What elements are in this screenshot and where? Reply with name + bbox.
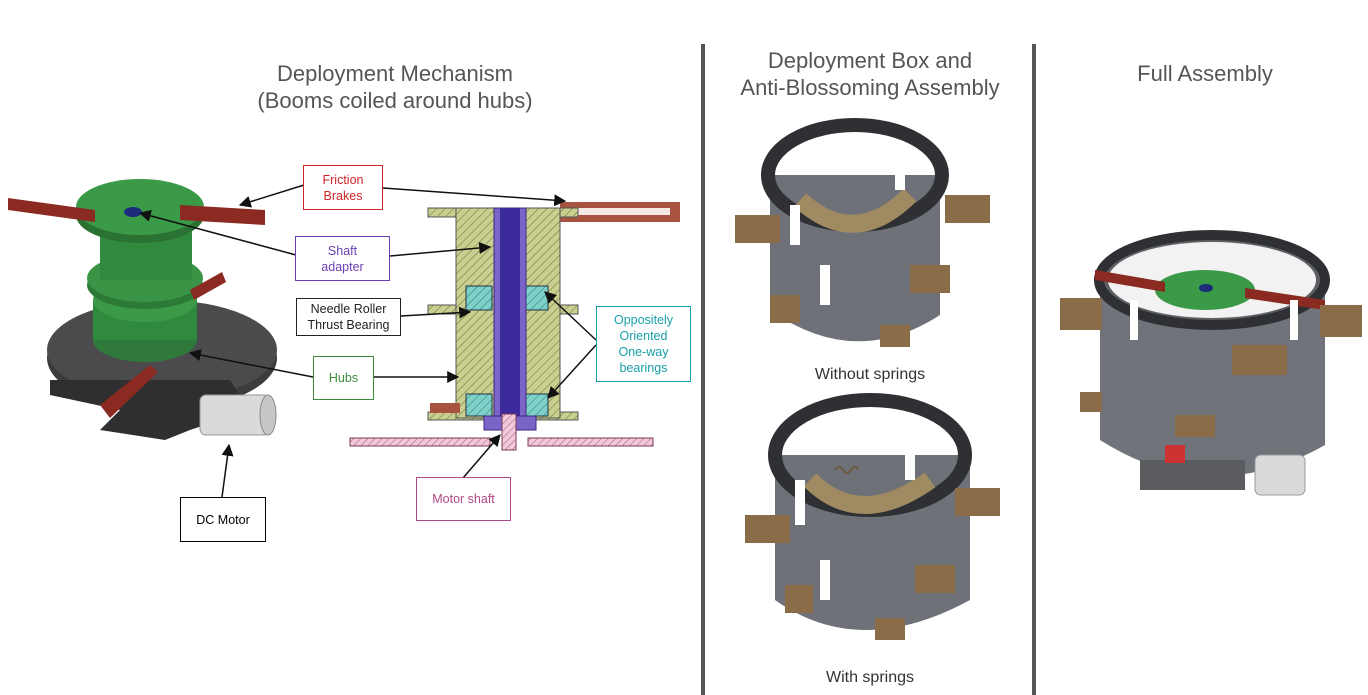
deployment-box-title-line2: Anti-Blossoming Assembly	[740, 75, 1000, 100]
needle-roller-line1: Needle Roller	[310, 302, 387, 316]
mechanism-title-line1: Deployment Mechanism	[277, 61, 513, 86]
hubs-label: Hubs	[313, 356, 374, 400]
mechanism-title-line2: (Booms coiled around hubs)	[257, 88, 533, 113]
caption-with-springs: With springs	[825, 669, 915, 686]
oneway-line2: Oriented	[619, 329, 668, 343]
divider-right	[1032, 44, 1036, 695]
mechanism-cross-section	[349, 202, 680, 451]
friction-brakes-label: Friction Brakes	[303, 165, 383, 210]
shaft-adapter-label: Shaft adapter	[295, 236, 390, 281]
deployment-box-title: Deployment Box and Anti-Blossoming Assem…	[710, 47, 1030, 101]
deployment-box-title-line1: Deployment Box and	[767, 48, 973, 73]
full-assembly-title: Full Assembly	[1137, 61, 1273, 86]
oneway-line4: bearings	[619, 361, 668, 375]
deployment-box-without-springs	[735, 118, 990, 347]
shaft-adapter-line1: Shaft	[327, 243, 358, 258]
motor-shaft-label: Motor shaft	[416, 477, 511, 521]
mechanism-title: Deployment Mechanism (Booms coiled aroun…	[200, 60, 590, 114]
oneway-bearings-label: Oppositely Oriented One-way bearings	[596, 306, 691, 382]
friction-brakes-line1: Friction	[322, 172, 364, 187]
oneway-line1: Oppositely	[613, 313, 674, 327]
deployment-box-with-springs	[745, 393, 1000, 640]
callout-arrows	[138, 184, 597, 498]
divider-left	[701, 44, 705, 695]
shaft-adapter-line2: adapter	[321, 259, 364, 274]
dc-motor-label: DC Motor	[180, 497, 266, 542]
oneway-line3: One-way	[618, 345, 669, 359]
friction-brakes-line2: Brakes	[323, 188, 363, 203]
caption-without-springs: Without springs	[814, 366, 926, 383]
needle-roller-line2: Thrust Bearing	[307, 318, 390, 332]
mechanism-3d-model	[8, 179, 277, 440]
full-assembly-model	[1060, 230, 1362, 496]
needle-roller-bearing-label: Needle Roller Thrust Bearing	[296, 298, 401, 336]
